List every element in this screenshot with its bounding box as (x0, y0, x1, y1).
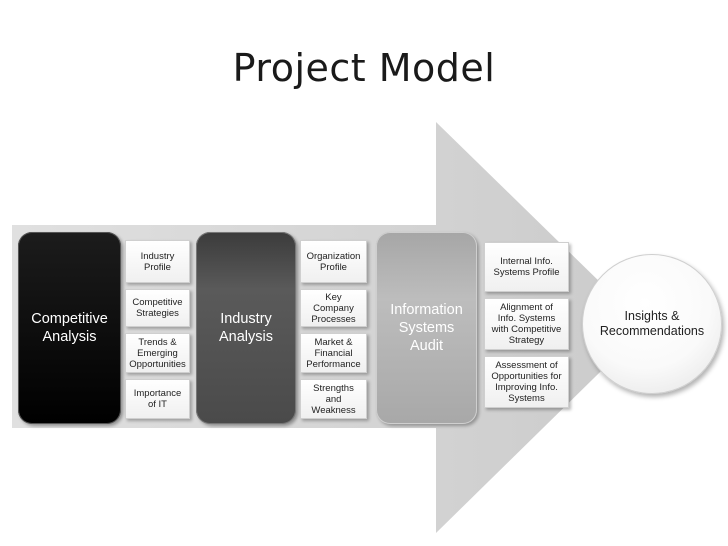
assessment-opportunities-label: Assessment of Opportunities for Improvin… (491, 360, 562, 404)
industry-analysis-box: Industry Analysis (196, 232, 296, 424)
industry-analysis-label: Industry Analysis (219, 311, 273, 345)
assessment-opportunities-box: Assessment of Opportunities for Improvin… (484, 356, 569, 408)
market-financial-performance-box: Market & Financial Performance (300, 333, 367, 373)
market-financial-performance-label: Market & Financial Performance (306, 336, 361, 370)
arrow-body (12, 122, 646, 533)
internal-info-systems-profile-box: Internal Info. Systems Profile (484, 242, 569, 292)
importance-of-it-label: Importance of IT (133, 388, 182, 410)
trends-opportunities-label: Trends & Emerging Opportunities (129, 336, 186, 370)
page-title: Project Model (232, 46, 496, 90)
key-company-processes-box: Key Company Processes (300, 289, 367, 327)
insights-recommendations-label: Insights & Recommendations (599, 309, 705, 338)
alignment-info-systems-box: Alignment of Info. Systems with Competit… (484, 298, 569, 350)
strengths-weakness-label: Strengths and Weakness (311, 382, 356, 416)
competitive-strategies-label: Competitive Strategies (132, 297, 183, 319)
insights-recommendations-circle: Insights & Recommendations (582, 254, 722, 394)
competitive-analysis-box: Competitive Analysis (18, 232, 121, 424)
importance-of-it-box: Importance of IT (125, 379, 190, 419)
industry-profile-label: Industry Profile (140, 250, 175, 273)
internal-info-systems-profile-label: Internal Info. Systems Profile (493, 256, 560, 278)
organization-profile-box: Organization Profile (300, 240, 367, 283)
industry-profile-box: Industry Profile (125, 240, 190, 283)
information-systems-audit-box: Information Systems Audit (376, 232, 477, 424)
information-systems-audit-label: Information Systems Audit (390, 302, 463, 354)
strengths-weakness-box: Strengths and Weakness (300, 379, 367, 419)
alignment-info-systems-label: Alignment of Info. Systems with Competit… (491, 302, 562, 346)
competitive-strategies-box: Competitive Strategies (125, 289, 190, 327)
competitive-analysis-label: Competitive Analysis (31, 311, 108, 345)
trends-opportunities-box: Trends & Emerging Opportunities (125, 333, 190, 373)
key-company-processes-label: Key Company Processes (311, 291, 356, 325)
organization-profile-label: Organization Profile (306, 250, 361, 273)
